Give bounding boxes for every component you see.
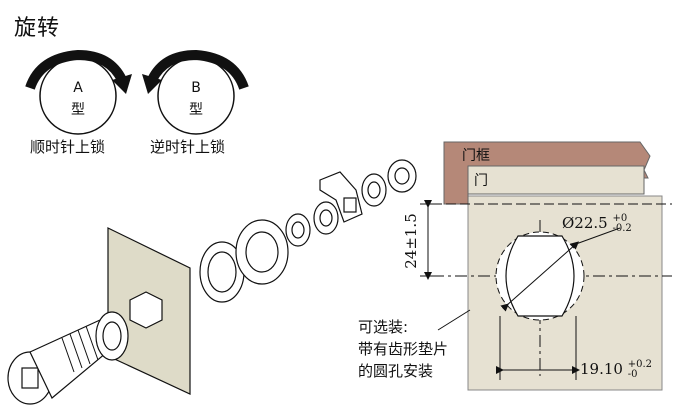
type-a-rotation: [25, 49, 132, 135]
page-title: 旋转: [14, 16, 61, 41]
type-b-type: 型: [189, 102, 203, 118]
option-note-line1: 可选装:: [358, 318, 409, 336]
width-dimension: 19.10 +0.2 -0: [580, 359, 653, 380]
option-note: 可选装: 带有齿形垫片 的圆孔安装: [358, 316, 448, 382]
option-note-line3: 的圆孔安装: [358, 362, 434, 380]
type-a-caption: 顺时针上锁: [30, 138, 106, 156]
clockwise-arrow-icon: [25, 49, 127, 90]
plate-hole: [129, 291, 163, 329]
type-b-rotation: [142, 49, 249, 135]
option-note-line2: 带有齿形垫片: [358, 340, 449, 358]
frame-label: 门框: [462, 148, 490, 164]
door-panel-drawing: [420, 141, 672, 391]
counterclockwise-arrow-icon: [147, 49, 249, 90]
door-label: 门: [474, 173, 488, 189]
lock-assembly: [7, 159, 417, 405]
type-a-type: 型: [71, 102, 85, 118]
vertical-dimension: 24±1.5: [402, 213, 420, 269]
type-a-letter: A: [73, 80, 83, 96]
diameter-dimension: Ø22.5 +0 -0.2: [562, 213, 632, 234]
door-edge: [467, 165, 645, 195]
key-slot-icon: [21, 367, 39, 389]
type-b-letter: B: [191, 80, 201, 96]
type-b-caption: 逆时针上锁: [150, 138, 226, 156]
